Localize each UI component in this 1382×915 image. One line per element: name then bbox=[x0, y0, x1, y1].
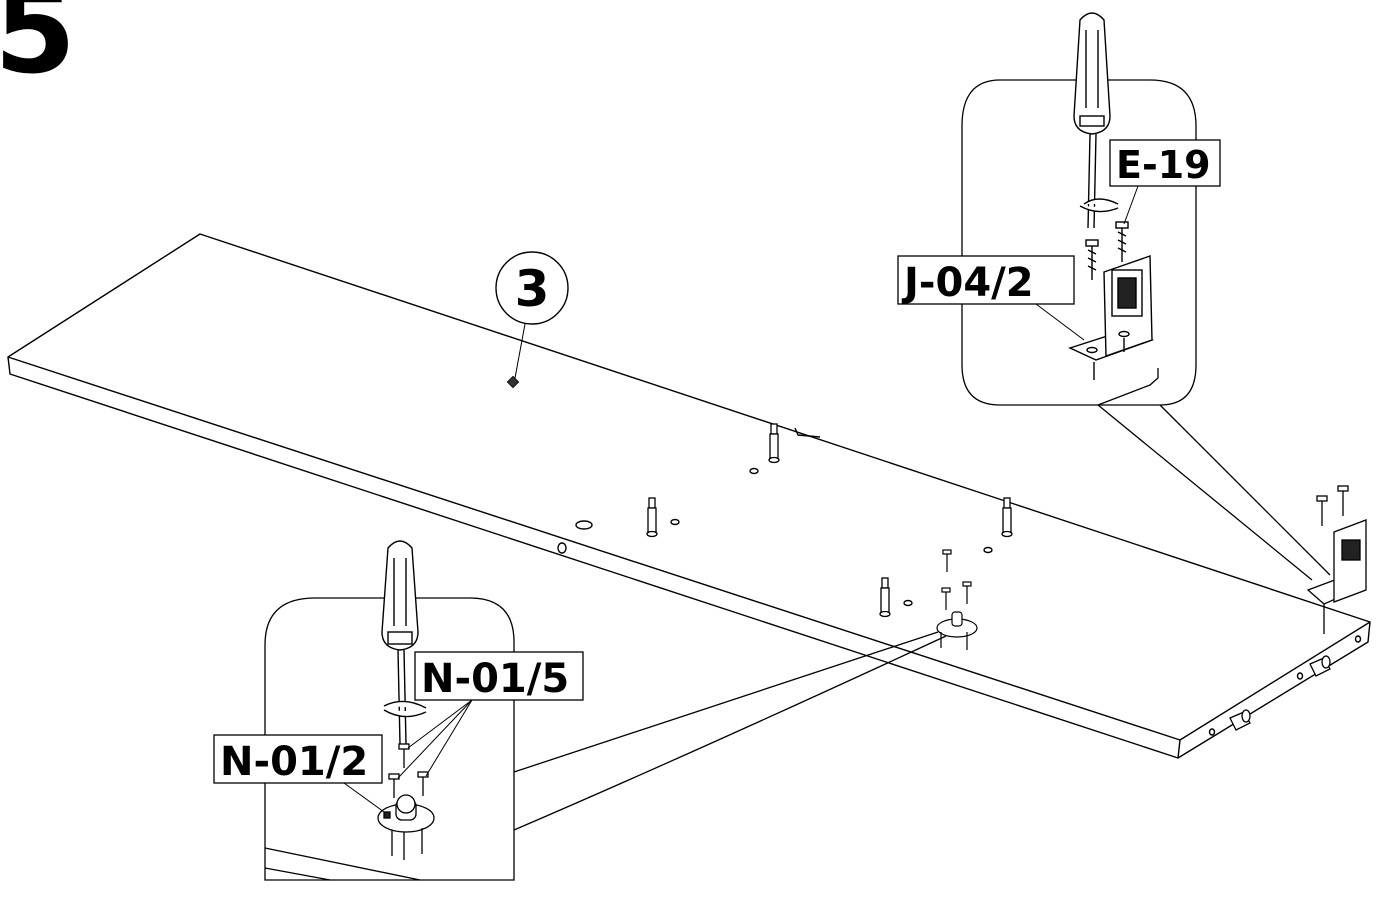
screwdriver-icon-2 bbox=[381, 540, 427, 745]
angle-bracket-on-panel bbox=[1306, 485, 1367, 634]
svg-text:E-19: E-19 bbox=[1116, 143, 1211, 187]
label-n015: N-01/5 bbox=[397, 651, 584, 779]
svg-text:3: 3 bbox=[515, 260, 550, 318]
svg-text:N-01/5: N-01/5 bbox=[421, 656, 569, 702]
step-number: 5 bbox=[0, 0, 76, 100]
label-e19: E-19 bbox=[1109, 139, 1221, 225]
label-n012: N-01/2 bbox=[213, 734, 385, 813]
label-j04: J-04/2 bbox=[897, 255, 1085, 341]
angle-bracket-detail bbox=[1068, 221, 1155, 380]
screwdriver-icon bbox=[1073, 12, 1119, 229]
glide-detail bbox=[377, 743, 435, 860]
svg-text:J-04/2: J-04/2 bbox=[901, 260, 1034, 306]
end-dowels bbox=[1229, 655, 1331, 731]
svg-text:N-01/2: N-01/2 bbox=[220, 739, 368, 785]
panel-callout: 3 bbox=[495, 251, 569, 379]
panel-sticker bbox=[506, 375, 520, 389]
panel-board bbox=[7, 233, 1371, 759]
glide-assembly-on-panel bbox=[936, 549, 978, 650]
cam-bolts bbox=[646, 423, 1013, 618]
